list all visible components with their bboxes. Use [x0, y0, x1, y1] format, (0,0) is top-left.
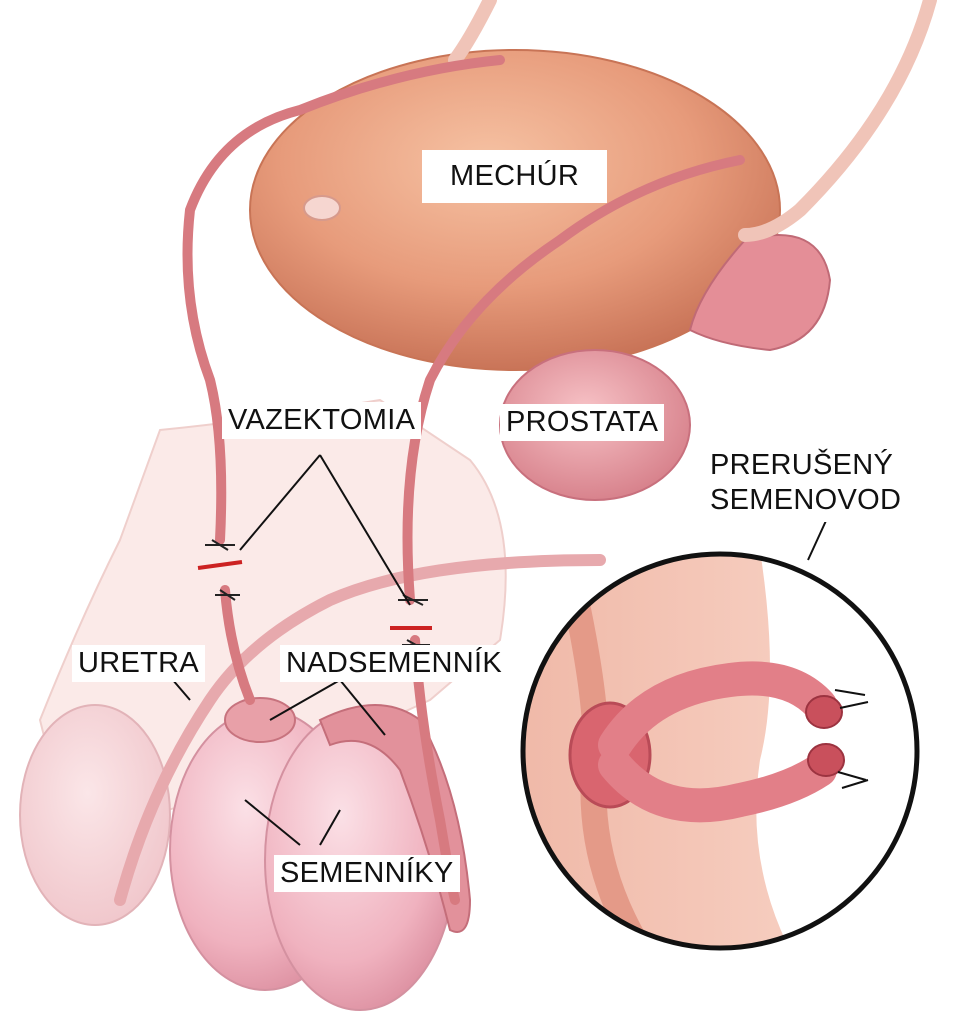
inset-vas-upper: [598, 661, 837, 762]
inset-vas-lower: [598, 748, 837, 823]
label-vasectomy: VAZEKTOMIA: [222, 402, 422, 439]
inset-suture-bottom: [837, 771, 869, 789]
inset-cut-end-top: [805, 695, 843, 729]
label-testes: SEMENNÍKY: [274, 855, 460, 892]
label-bladder: MECHÚR: [422, 150, 608, 203]
label-cut-vas: PRERUŠENÝ SEMENOVOD: [704, 444, 908, 522]
suture-knot-left-top: [205, 539, 235, 551]
label-urethra: URETRA: [72, 645, 206, 682]
inset-magnification: [520, 551, 920, 951]
bladder-organ: [249, 49, 781, 371]
epididymis-left: [224, 697, 296, 743]
inset-skin: [523, 554, 790, 948]
ureter-opening: [303, 195, 341, 221]
ligatures: [197, 539, 432, 651]
suture-knot-left-bottom: [215, 589, 240, 601]
inset-suture-top: [834, 689, 869, 709]
inset-border: [520, 551, 920, 951]
label-epididymis: NADSEMENNÍK: [280, 645, 508, 682]
urethra-tube: [114, 554, 606, 906]
inset-cut-end-bottom: [807, 743, 845, 777]
vas-deferens: [182, 0, 937, 905]
label-prostate: PROSTATA: [500, 404, 665, 441]
suture-knot-right-top: [398, 594, 428, 606]
ligature-cut-left: [197, 560, 243, 570]
label-cut-vas-line1: PRERUŠENÝ: [710, 449, 894, 481]
leader-lines: [159, 454, 831, 846]
seminal-vesicle: [688, 234, 832, 352]
label-cut-vas-line2: SEMENOVOD: [710, 484, 902, 516]
